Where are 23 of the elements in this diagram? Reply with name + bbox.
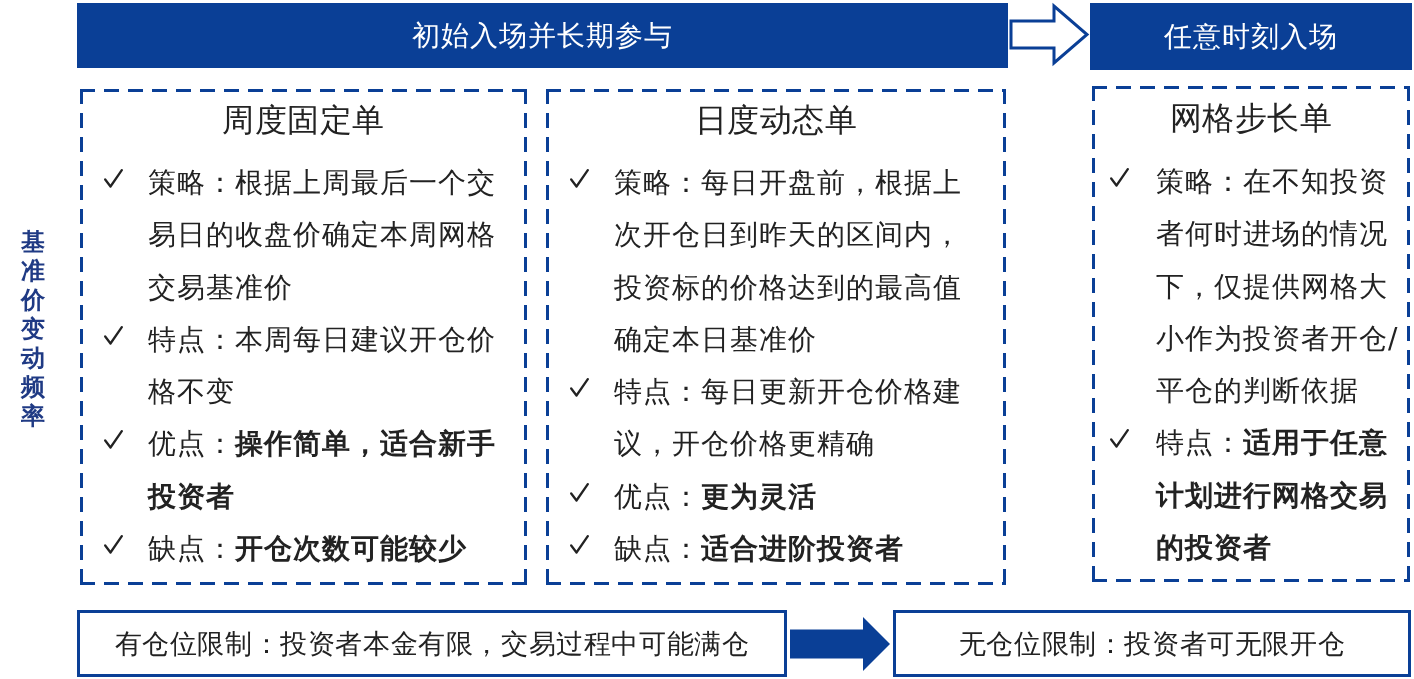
- dashed-panel: [80, 89, 527, 585]
- outlined-box: 无仓位限制：投资者可无限开仓: [893, 610, 1411, 677]
- bullet-text: 特点：每日更新开仓价格建议，开仓价格更精确: [614, 374, 963, 463]
- dashed-panel: [1092, 86, 1410, 582]
- panel-heading: 网格步长单: [1169, 98, 1333, 138]
- panel-heading: 日度动态单: [694, 100, 858, 140]
- header-band: 初始入场并长期参与: [77, 3, 1008, 68]
- block-arrow: [790, 617, 890, 671]
- bullet-text: 策略：每日开盘前，根据上次开仓日到昨天的区间内，投资标的价格达到的最高值确定本日基准价: [614, 165, 963, 358]
- outlined-box: 有仓位限制：投资者本金有限，交易过程中可能满仓: [77, 610, 787, 677]
- bullet-text: 缺点：开仓次数可能较少: [148, 531, 467, 568]
- header-band: 任意时刻入场: [1090, 3, 1412, 70]
- bullet-text: 特点：适用于任意计划进行网格交易的投资者: [1156, 425, 1389, 567]
- bullet-text: 优点：操作简单，适合新手投资者: [148, 426, 497, 515]
- bullet-text: 缺点：适合进阶投资者: [614, 531, 904, 568]
- block-arrow: [1009, 2, 1090, 67]
- bullet-text: 特点：本周每日建议开仓价格不变: [148, 321, 497, 411]
- vertical-label: 基准价变动频率: [20, 228, 46, 431]
- bullet-text: 策略：根据上周最后一个交易日的收盘价确定本周网格交易基准价: [148, 165, 497, 306]
- bullet-text: 优点：更为灵活: [614, 478, 817, 515]
- bullet-text: 策略：在不知投资者何时进场的情况下，仅提供网格大小作为投资者开仓/平仓的判断依据: [1156, 164, 1400, 410]
- dashed-panel: [546, 89, 1006, 585]
- panel-heading: 周度固定单: [222, 100, 385, 140]
